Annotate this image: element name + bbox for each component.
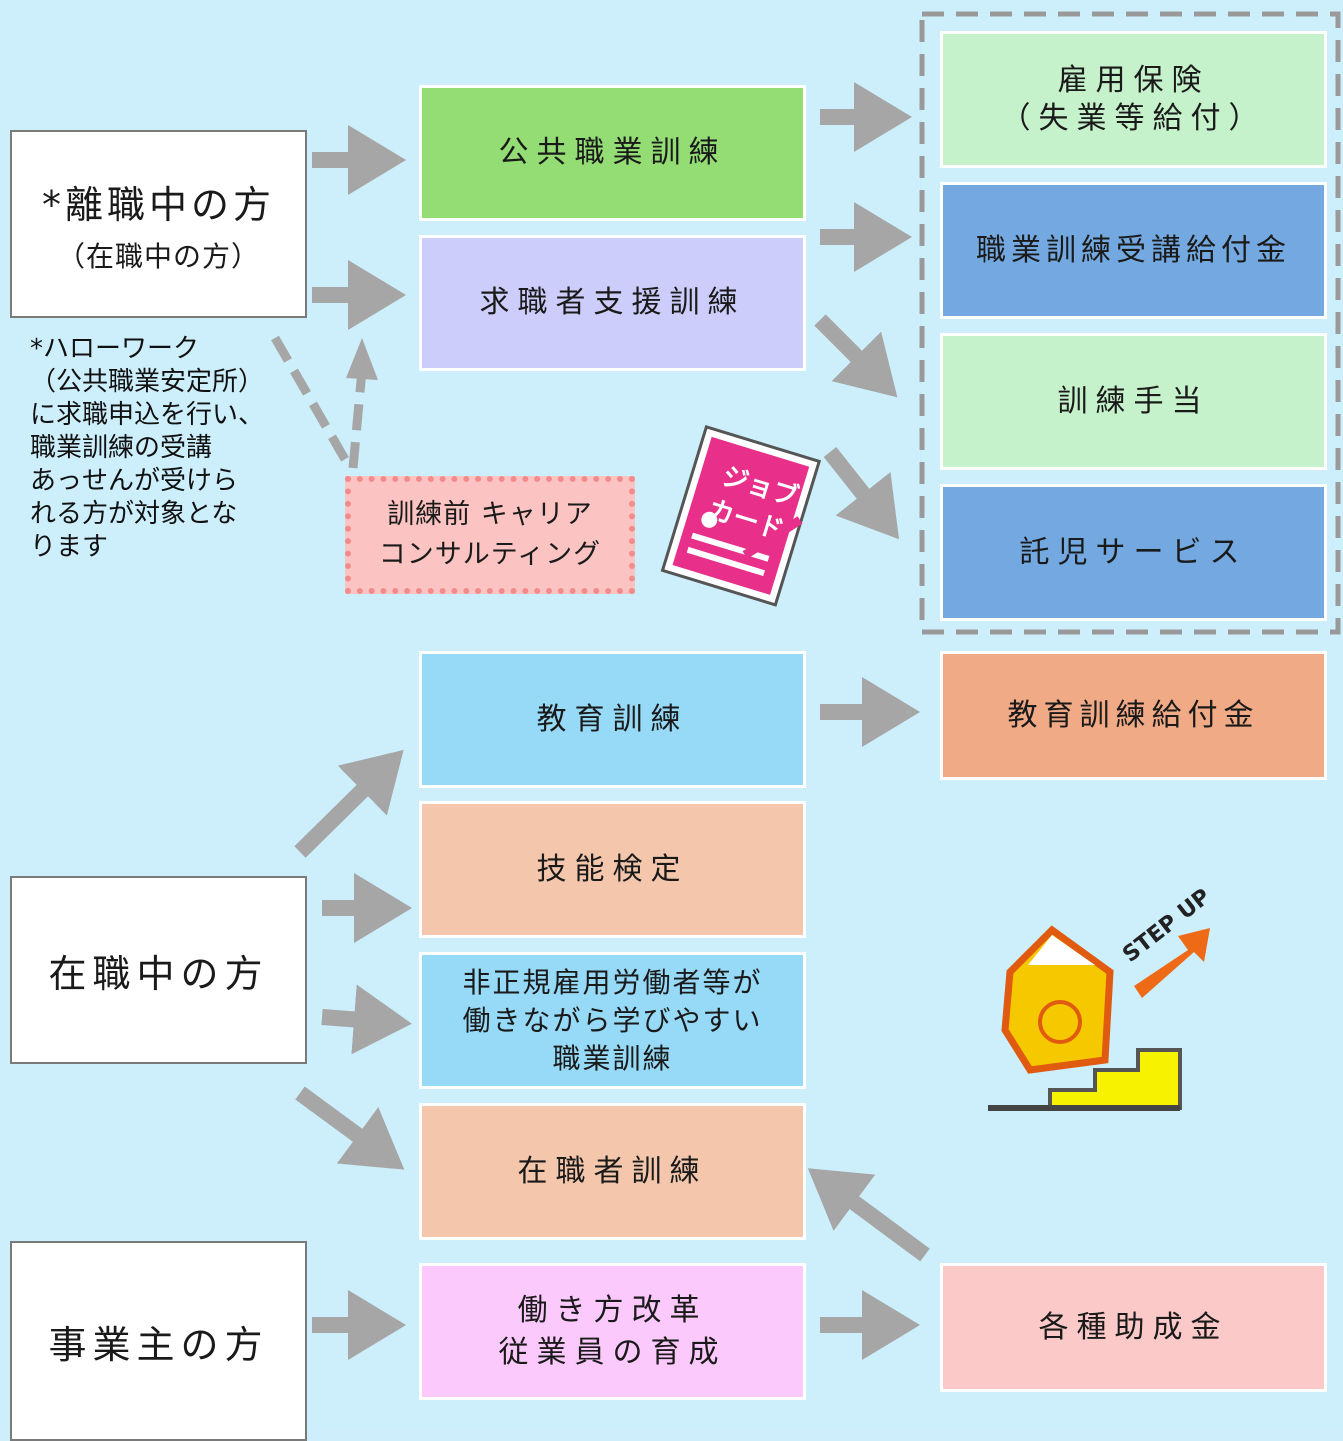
benefits-dashed-frame	[919, 11, 1341, 635]
training-allowance-box: 訓練手当	[940, 333, 1327, 470]
education-training-box: 教育訓練	[419, 651, 806, 788]
job-seeker-training-box: 求職者支援訓練	[419, 235, 806, 371]
employment-insurance-label: 雇用保険 （失業等給付）	[1000, 62, 1267, 136]
incumbent-training-box: 在職者訓練	[419, 1103, 806, 1240]
arrow-to-childcare	[823, 447, 900, 540]
education-benefit-box: 教育訓練給付金	[940, 651, 1327, 780]
unemployed-note: *ハローワーク （公共職業安定所） に求職申込を行い、 職業訓練の受講 あっせん…	[30, 334, 265, 562]
employed-title: 在職中の方	[48, 951, 269, 996]
nonregular-training-box: 非正規雇用労働者等が 働きながら学びやすい 職業訓練	[419, 952, 806, 1089]
training-benefit-box: 職業訓練受講給付金	[940, 182, 1327, 319]
career-consulting-box: 訓練前 キャリア コンサルティング	[345, 476, 635, 594]
nonregular-training-label: 非正規雇用労働者等が 働きながら学びやすい 職業訓練	[462, 965, 763, 1075]
arrow-employed-incumbent	[295, 1086, 405, 1170]
subsidies-box: 各種助成金	[940, 1263, 1327, 1392]
arrow-subsidies-incumbent	[807, 1168, 930, 1262]
training-benefit-label: 職業訓練受講給付金	[976, 232, 1291, 268]
arrow-employed-nonregular	[321, 984, 412, 1055]
subsidies-label: 各種助成金	[1038, 1309, 1229, 1345]
work-style-reform-label: 働き方改革 従業員の育成	[498, 1292, 727, 1370]
training-allowance-label: 訓練手当	[1057, 383, 1210, 419]
public-training-label: 公共職業訓練	[498, 135, 727, 170]
consulting-arrows	[271, 335, 367, 471]
employment-insurance-box: 雇用保険 （失業等給付）	[940, 31, 1327, 168]
unemployed-title: *離職中の方	[41, 182, 275, 227]
childcare-service-label: 託児サービス	[1019, 534, 1248, 570]
unemployed-box: *離職中の方 （在職中の方）	[10, 130, 307, 318]
work-style-reform-box: 働き方改革 従業員の育成	[419, 1263, 806, 1400]
childcare-service-box: 託児サービス	[940, 484, 1327, 621]
skill-test-label: 技能検定	[536, 851, 689, 887]
step-up-illustration: STEP UP	[988, 884, 1215, 1111]
public-training-box: 公共職業訓練	[419, 85, 806, 221]
employer-box: 事業主の方	[10, 1241, 307, 1441]
employed-box: 在職中の方	[10, 876, 307, 1064]
education-training-label: 教育訓練	[536, 701, 689, 737]
arrow-employed-education	[294, 749, 404, 858]
job-card-illustration: ジョブ カード	[660, 425, 822, 607]
skill-test-box: 技能検定	[419, 801, 806, 938]
career-consulting-label: 訓練前 キャリア コンサルティング	[378, 499, 602, 570]
employer-title: 事業主の方	[48, 1322, 269, 1367]
education-benefit-label: 教育訓練給付金	[1007, 697, 1260, 733]
consulting-arrowhead	[346, 338, 378, 380]
flow-arrows	[294, 82, 930, 1360]
arrow-to-allowance	[814, 314, 898, 398]
incumbent-training-label: 在職者訓練	[517, 1153, 708, 1189]
unemployed-subtitle: （在職中の方）	[56, 239, 260, 273]
job-seeker-training-label: 求職者支援訓練	[479, 285, 746, 320]
